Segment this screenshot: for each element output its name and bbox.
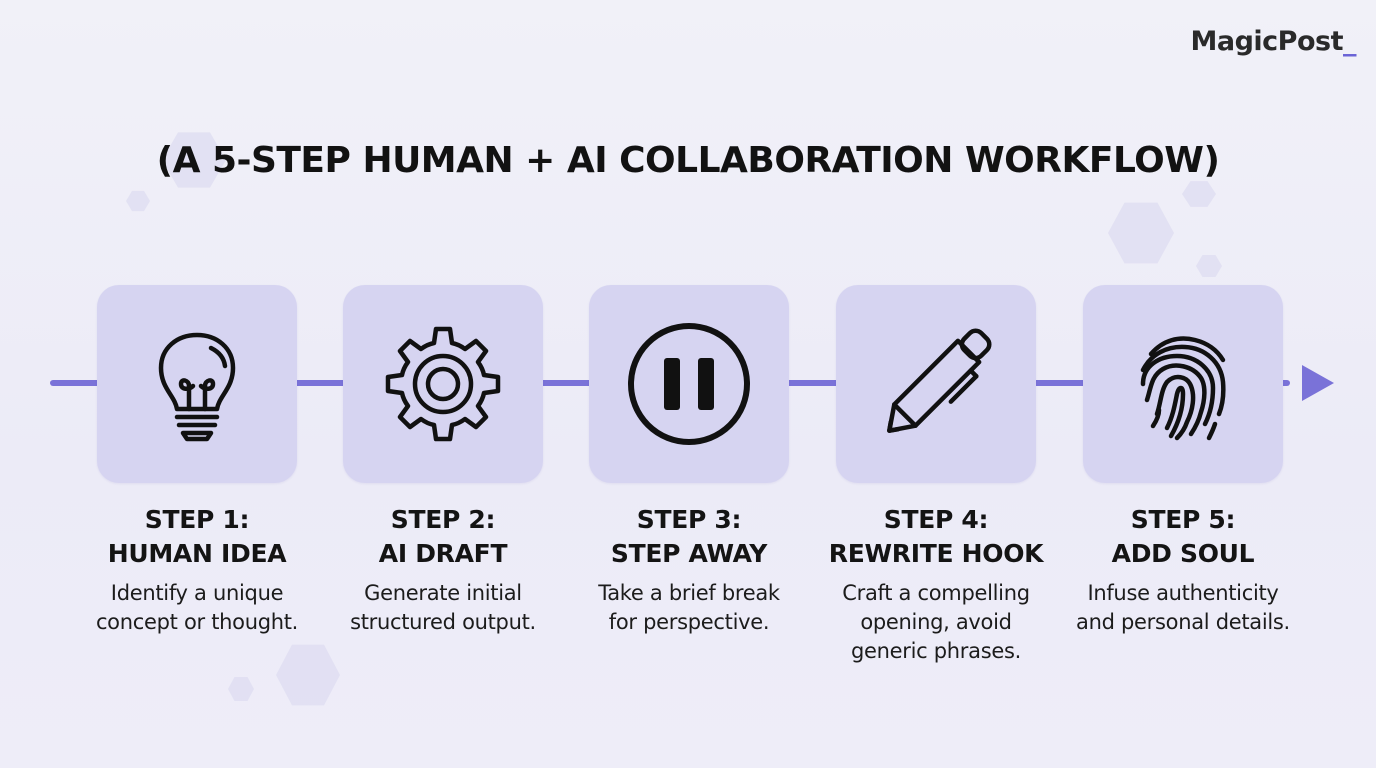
gear-icon bbox=[385, 326, 501, 442]
decor-hexagon bbox=[1182, 181, 1216, 207]
brand-logo: MagicPost_ bbox=[1191, 26, 1357, 57]
step-number: STEP 1: bbox=[144, 505, 250, 534]
step-text: STEP 3: STEP AWAY Take a brief break for… bbox=[539, 503, 839, 637]
step-card bbox=[1083, 285, 1283, 483]
step-card bbox=[97, 285, 297, 483]
decor-hexagon bbox=[1108, 202, 1174, 264]
fingerprint-icon bbox=[1140, 336, 1226, 441]
step-description-line: Identify a unique bbox=[110, 581, 284, 605]
brand-name: MagicPost bbox=[1190, 26, 1344, 57]
step-description: Craft a compelling opening, avoid generi… bbox=[786, 579, 1086, 666]
step-description-line: Infuse authenticity bbox=[1087, 581, 1279, 605]
step-name: HUMAN IDEA bbox=[107, 539, 287, 568]
step-text: STEP 5: ADD SOUL Infuse authenticity and… bbox=[1033, 503, 1333, 637]
step-number: STEP 5: bbox=[1130, 505, 1236, 534]
step-description: Generate initial structured output. bbox=[293, 579, 593, 637]
step-description: Identify a unique concept or thought. bbox=[47, 579, 347, 637]
step-text: STEP 1: HUMAN IDEA Identify a unique con… bbox=[47, 503, 347, 637]
decor-hexagon bbox=[1196, 254, 1222, 278]
step-name: STEP AWAY bbox=[610, 539, 768, 568]
step-1: STEP 1: HUMAN IDEA Identify a unique con… bbox=[96, 285, 298, 634]
step-description-line: for perspective. bbox=[608, 610, 770, 634]
workflow-arrow-icon bbox=[1302, 365, 1334, 401]
step-description-line: and personal details. bbox=[1076, 610, 1290, 634]
decor-hexagon bbox=[126, 190, 150, 212]
step-text: STEP 2: AI DRAFT Generate initial struct… bbox=[293, 503, 593, 637]
step-2: STEP 2: AI DRAFT Generate initial struct… bbox=[343, 285, 543, 634]
step-description-line: concept or thought. bbox=[95, 610, 299, 634]
pen-icon bbox=[887, 328, 992, 433]
step-description: Take a brief break for perspective. bbox=[539, 579, 839, 637]
decor-hexagon bbox=[276, 644, 340, 706]
step-3: STEP 3: STEP AWAY Take a brief break for… bbox=[589, 285, 789, 634]
step-description-line: Generate initial bbox=[364, 581, 522, 605]
step-description-line: Take a brief break bbox=[598, 581, 780, 605]
step-name: ADD SOUL bbox=[1111, 539, 1255, 568]
step-name: AI DRAFT bbox=[378, 539, 508, 568]
step-description-line: generic phrases. bbox=[851, 639, 1021, 663]
step-number: STEP 3: bbox=[636, 505, 742, 534]
brand-cursor: _ bbox=[1343, 26, 1357, 57]
step-text: STEP 4: REWRITE HOOK Craft a compelling … bbox=[786, 503, 1086, 666]
page-title: (A 5-STEP HUMAN + AI COLLABORATION WORKF… bbox=[156, 140, 1220, 181]
step-card bbox=[343, 285, 543, 483]
step-description-line: opening, avoid bbox=[860, 610, 1012, 634]
step-description: Infuse authenticity and personal details… bbox=[1033, 579, 1333, 637]
decor-hexagon bbox=[228, 677, 254, 701]
step-description-line: structured output. bbox=[350, 610, 536, 634]
step-4: STEP 4: REWRITE HOOK Craft a compelling … bbox=[829, 285, 1044, 663]
step-5: STEP 5: ADD SOUL Infuse authenticity and… bbox=[1076, 285, 1290, 634]
pause-icon bbox=[628, 323, 750, 445]
step-number: STEP 4: bbox=[883, 505, 989, 534]
step-card bbox=[589, 285, 789, 483]
decor-hexagon bbox=[162, 132, 226, 188]
step-number: STEP 2: bbox=[390, 505, 496, 534]
step-description-line: Craft a compelling bbox=[842, 581, 1030, 605]
step-card bbox=[836, 285, 1036, 483]
step-name: REWRITE HOOK bbox=[828, 539, 1044, 568]
lightbulb-icon bbox=[158, 332, 236, 442]
